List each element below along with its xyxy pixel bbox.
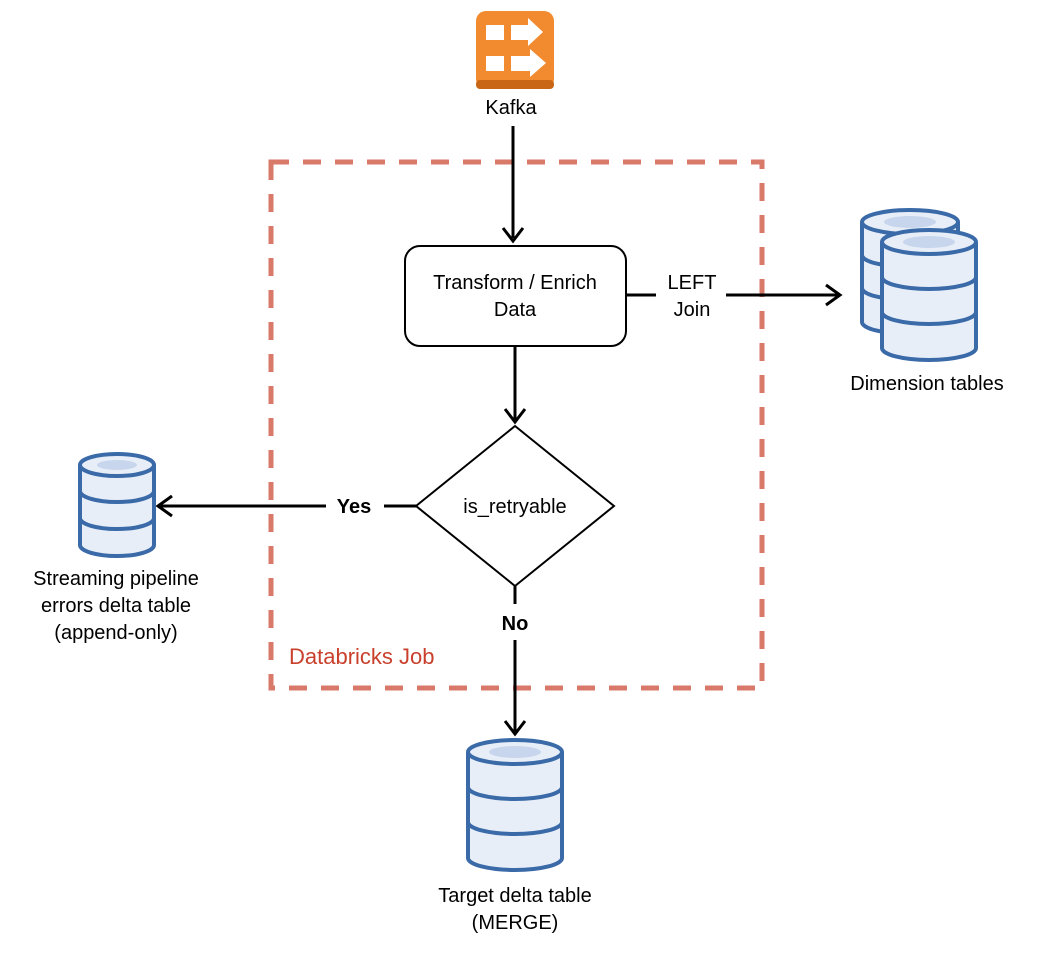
decision-label: is_retryable	[463, 496, 566, 518]
dimension-tables-label: Dimension tables	[850, 373, 1003, 395]
left-join-label-line2: Join	[674, 299, 711, 321]
no-label: No	[502, 613, 529, 635]
edge-no	[503, 586, 527, 737]
database-icon	[466, 738, 564, 872]
databricks-job-label: Databricks Job	[289, 644, 435, 669]
kafka-icon	[476, 11, 554, 89]
database-icon	[78, 452, 156, 558]
errors-table-label-line2: errors delta table	[41, 595, 191, 617]
transform-enrich-node	[404, 245, 627, 347]
target-table-label-line1: Target delta table	[438, 885, 591, 907]
transform-label-line1: Transform / Enrich	[433, 272, 597, 294]
errors-table-label-line1: Streaming pipeline	[33, 568, 199, 590]
target-table-label-line2: (MERGE)	[472, 912, 559, 934]
kafka-label: Kafka	[485, 97, 537, 119]
errors-table-label-line3: (append-only)	[54, 622, 177, 644]
transform-label-line2: Data	[494, 299, 537, 321]
databricks-job-container	[268, 159, 765, 691]
yes-label: Yes	[337, 496, 371, 518]
database-stack-icon	[860, 208, 978, 362]
left-join-label-line1: LEFT	[668, 272, 717, 294]
edge-kafka-to-transform	[501, 126, 525, 244]
edge-yes	[155, 494, 416, 518]
edge-transform-to-decision	[503, 346, 527, 425]
edge-left-join	[626, 283, 843, 307]
